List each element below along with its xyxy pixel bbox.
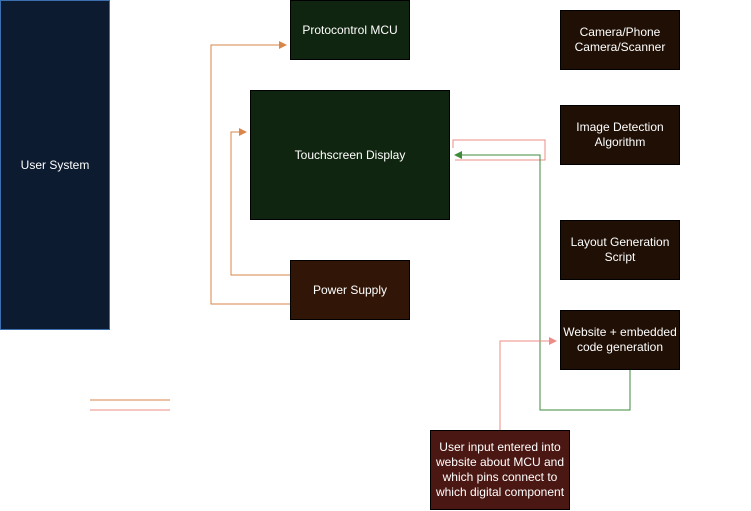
touchscreen-display-block[interactable]: Touchscreen Display bbox=[250, 90, 450, 220]
wire-codegen-to-display bbox=[454, 151, 631, 411]
user-input-label: User input entered into website about MC… bbox=[435, 440, 565, 499]
layout-generation-block[interactable]: Layout Generation Script bbox=[560, 220, 680, 280]
camera-label: Camera/Phone Camera/Scanner bbox=[574, 25, 666, 54]
image-detection-block[interactable]: Image Detection Algorithm bbox=[560, 105, 680, 165]
wire-power-to-mcu bbox=[210, 41, 290, 305]
layout-generation-label: Layout Generation Script bbox=[570, 235, 670, 264]
power-supply-label: Power Supply bbox=[312, 282, 388, 297]
user-system-block[interactable]: User System bbox=[0, 0, 110, 330]
wire-userinput-to-codegen bbox=[499, 337, 557, 430]
image-detection-label: Image Detection Algorithm bbox=[576, 120, 664, 149]
wire-power-to-display bbox=[230, 128, 290, 276]
user-system-label: User System bbox=[20, 157, 90, 172]
power-supply-block[interactable]: Power Supply bbox=[290, 260, 410, 320]
wire-pink-loop bbox=[452, 139, 546, 161]
camera-block[interactable]: Camera/Phone Camera/Scanner bbox=[560, 10, 680, 70]
protocontrol-mcu-label: Protocontrol MCU bbox=[302, 22, 398, 37]
user-input-block[interactable]: User input entered into website about MC… bbox=[430, 430, 570, 510]
protocontrol-mcu-block[interactable]: Protocontrol MCU bbox=[290, 0, 410, 60]
website-codegen-label: Website + embedded code generation bbox=[563, 325, 677, 354]
touchscreen-display-label: Touchscreen Display bbox=[294, 147, 406, 162]
website-codegen-block[interactable]: Website + embedded code generation bbox=[560, 310, 680, 370]
